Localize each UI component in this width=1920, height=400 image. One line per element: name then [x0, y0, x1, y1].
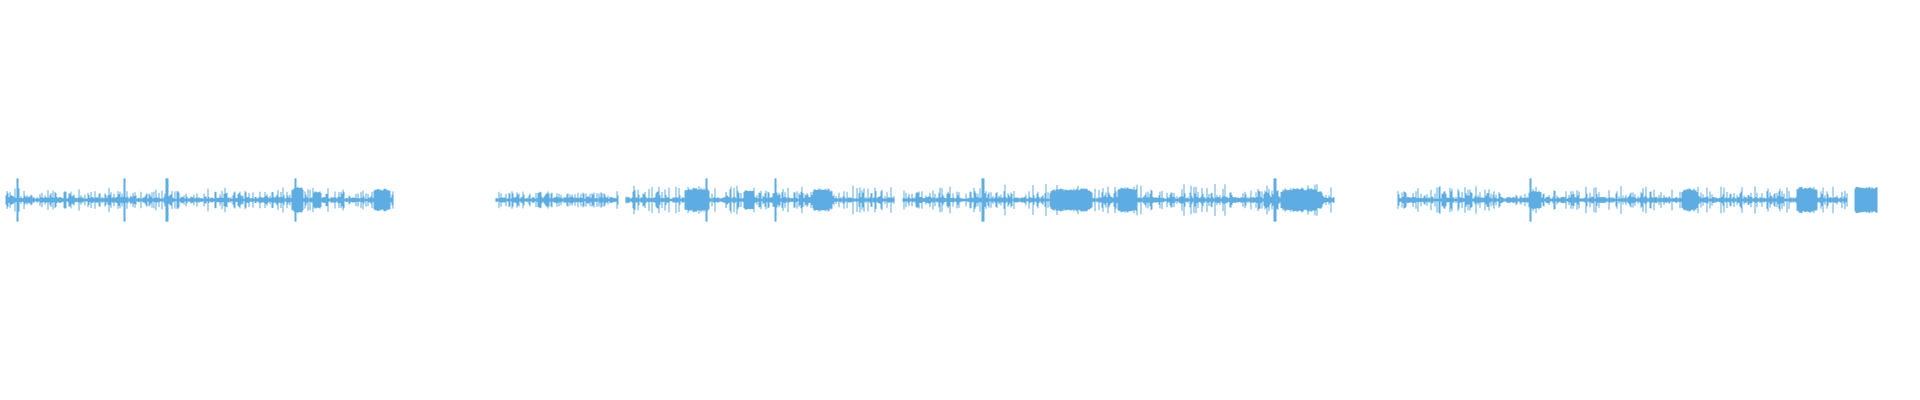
waveform-bars	[5, 178, 1878, 222]
